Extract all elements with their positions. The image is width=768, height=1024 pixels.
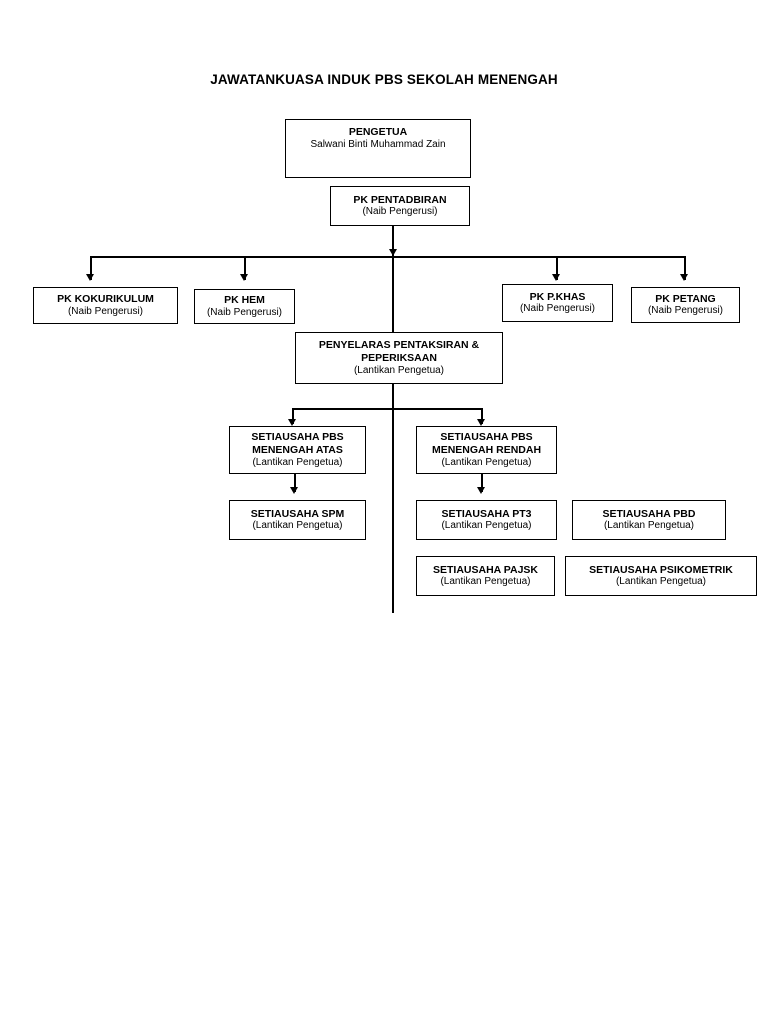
node-setiausaha-pbs-menengah-rendah[interactable]: SETIAUSAHA PBS MENENGAH RENDAH (Lantikan… <box>416 426 557 474</box>
node-setiausaha-psikometrik-subtitle: (Lantikan Pengetua) <box>615 576 707 588</box>
node-pk-pkhas[interactable]: PK P.KHAS (Naib Pengerusi) <box>502 284 613 322</box>
node-pk-hem-title: PK HEM <box>224 294 265 306</box>
connector-penyelaras-stem <box>392 384 394 409</box>
connector-central-spine-bottom <box>392 408 394 613</box>
node-pk-petang-subtitle: (Naib Pengerusi) <box>647 305 724 317</box>
arrow-pbs-rendah-to-pt3 <box>477 487 486 494</box>
node-setiausaha-pajsk-title: SETIAUSAHA PAJSK <box>432 563 538 576</box>
node-setiausaha-psikometrik-title: SETIAUSAHA PSIKOMETRIK <box>589 563 733 576</box>
connector-bus-to-pkhas <box>556 256 558 280</box>
arrow-bus-to-kokurikulum <box>86 274 95 281</box>
node-penyelaras[interactable]: PENYELARAS PENTAKSIRAN & PEPERIKSAAN (La… <box>295 332 503 384</box>
connector-bus-to-penyelaras <box>392 256 394 332</box>
node-pk-petang-title: PK PETANG <box>655 292 716 305</box>
arrow-bus-to-hem <box>240 274 249 281</box>
node-pk-kokurikulum[interactable]: PK KOKURIKULUM (Naib Pengerusi) <box>33 287 178 324</box>
connector-bus-to-pbs-rendah <box>481 408 483 424</box>
connector-bus-to-pbs-atas <box>292 408 294 424</box>
node-setiausaha-pt3-title: SETIAUSAHA PT3 <box>441 507 532 520</box>
connector-bus-to-kokurikulum <box>90 256 92 280</box>
arrow-bus-to-pbs-rendah <box>477 419 486 426</box>
node-pk-hem[interactable]: PK HEM (Naib Pengerusi) <box>194 289 295 324</box>
connector-bus-to-petang <box>684 256 686 280</box>
arrow-pbs-atas-to-spm <box>290 487 299 494</box>
node-setiausaha-pajsk-subtitle: (Lantikan Pengetua) <box>440 576 531 588</box>
arrow-pentadbiran-to-bus <box>388 249 397 256</box>
node-setiausaha-pbd-title: SETIAUSAHA PBD <box>602 507 696 520</box>
node-setiausaha-spm-title: SETIAUSAHA SPM <box>250 507 345 520</box>
node-setiausaha-spm[interactable]: SETIAUSAHA SPM (Lantikan Pengetua) <box>229 500 366 540</box>
node-setiausaha-pt3[interactable]: SETIAUSAHA PT3 (Lantikan Pengetua) <box>416 500 557 540</box>
node-setiausaha-pbs-menengah-atas-subtitle: (Lantikan Pengetua) <box>252 456 343 468</box>
bus-setiausaha-pbs-row <box>292 408 482 410</box>
node-pk-petang[interactable]: PK PETANG (Naib Pengerusi) <box>631 287 740 323</box>
node-setiausaha-pbs-menengah-atas[interactable]: SETIAUSAHA PBS MENENGAH ATAS (Lantikan P… <box>229 426 366 474</box>
arrow-bus-to-pkhas <box>552 274 561 281</box>
node-pengetua[interactable]: PENGETUA Salwani Binti Muhammad Zain <box>285 119 471 178</box>
node-setiausaha-pt3-subtitle: (Lantikan Pengetua) <box>441 520 532 532</box>
node-pk-pkhas-subtitle: (Naib Pengerusi) <box>519 303 596 315</box>
connector-pentadbiran-stem <box>392 226 394 256</box>
node-pk-pentadbiran-title: PK PENTADBIRAN <box>353 193 447 206</box>
node-penyelaras-subtitle: (Lantikan Pengetua) <box>353 364 445 376</box>
node-pk-kokurikulum-title: PK KOKURIKULUM <box>57 293 154 305</box>
node-setiausaha-pbd[interactable]: SETIAUSAHA PBD (Lantikan Pengetua) <box>572 500 726 540</box>
node-setiausaha-pajsk[interactable]: SETIAUSAHA PAJSK (Lantikan Pengetua) <box>416 556 555 596</box>
node-setiausaha-pbs-menengah-rendah-subtitle: (Lantikan Pengetua) <box>441 456 532 468</box>
bus-pk-row <box>90 256 684 258</box>
node-penyelaras-title: PENYELARAS PENTAKSIRAN & PEPERIKSAAN <box>318 339 480 364</box>
connector-pbs-atas-to-spm <box>294 474 296 492</box>
node-pk-pentadbiran-subtitle: (Naib Pengerusi) <box>362 206 438 218</box>
node-pk-pentadbiran[interactable]: PK PENTADBIRAN (Naib Pengerusi) <box>330 186 470 226</box>
node-setiausaha-spm-subtitle: (Lantikan Pengetua) <box>252 520 343 532</box>
arrow-bus-to-petang <box>680 274 689 281</box>
node-pk-pkhas-title: PK P.KHAS <box>529 290 586 303</box>
node-pengetua-title: PENGETUA <box>348 126 408 138</box>
node-pk-hem-subtitle: (Naib Pengerusi) <box>206 306 283 318</box>
arrow-bus-to-pbs-atas <box>288 419 297 426</box>
node-pk-kokurikulum-subtitle: (Naib Pengerusi) <box>67 305 144 317</box>
page-title: JAWATANKUASA INDUK PBS SEKOLAH MENENGAH <box>210 72 558 87</box>
node-pengetua-subtitle: Salwani Binti Muhammad Zain <box>310 138 446 150</box>
connector-pbs-rendah-to-pt3 <box>481 474 483 492</box>
connector-bus-to-hem <box>244 256 246 280</box>
node-setiausaha-pbs-menengah-rendah-title: SETIAUSAHA PBS MENENGAH RENDAH <box>431 431 542 456</box>
node-setiausaha-pbs-menengah-atas-title: SETIAUSAHA PBS MENENGAH ATAS <box>251 431 344 456</box>
node-setiausaha-psikometrik[interactable]: SETIAUSAHA PSIKOMETRIK (Lantikan Pengetu… <box>565 556 757 596</box>
node-setiausaha-pbd-subtitle: (Lantikan Pengetua) <box>603 520 695 532</box>
